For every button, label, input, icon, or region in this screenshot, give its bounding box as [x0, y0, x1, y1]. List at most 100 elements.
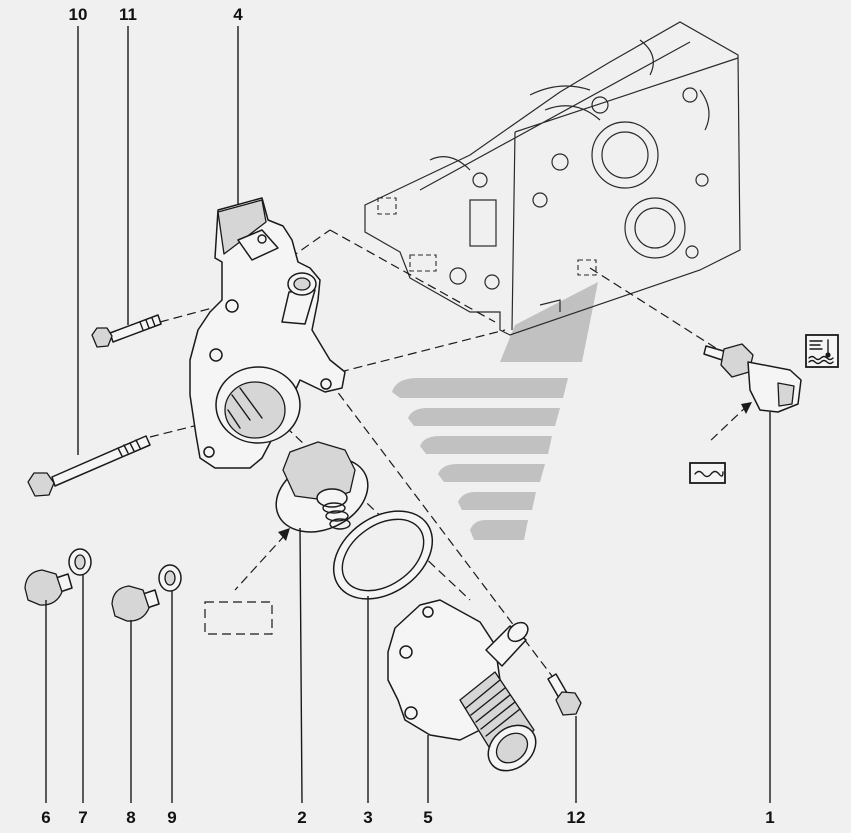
assembly-line — [339, 329, 506, 373]
engine-block-edges — [419, 41, 739, 331]
callout-10: 10 — [69, 5, 88, 24]
callout-11: 11 — [119, 5, 137, 24]
fluid-box-frame — [689, 462, 726, 484]
engine-block-details — [429, 39, 710, 312]
wave-icon — [694, 470, 724, 478]
leader-lines — [45, 26, 771, 804]
housing-tab — [217, 199, 267, 255]
engine-block-boss — [449, 267, 467, 285]
assembly-line — [149, 424, 199, 438]
callout-7: 7 — [78, 808, 87, 827]
housing-bolt-hole — [320, 378, 332, 390]
engine-block-bore-inner — [634, 207, 676, 249]
engine-block-bore-inner — [601, 131, 649, 179]
callout-4: 4 — [233, 5, 243, 24]
housing-boss-hole — [257, 234, 267, 244]
icon-waves — [808, 355, 834, 365]
bolt-10 — [27, 435, 151, 497]
assembly-line — [589, 267, 723, 353]
outlet-spigot-end — [507, 621, 529, 643]
bolt-head — [555, 691, 582, 716]
callout-labels: 10 11 4 6 7 8 9 2 3 5 12 1 — [41, 5, 774, 827]
outlet-housing — [387, 599, 537, 772]
assembly-line — [289, 229, 331, 259]
callout-8: 8 — [126, 808, 135, 827]
thermostat-spring — [322, 502, 346, 514]
watermark-stripe — [408, 408, 560, 426]
engine-block-boss — [484, 274, 500, 290]
housing-bolt-hole — [209, 348, 223, 362]
bolt-head — [91, 327, 113, 348]
plug-6 — [24, 569, 73, 606]
housing-boss — [237, 229, 279, 261]
callout-12: 12 — [567, 808, 586, 827]
bolt-thread — [117, 439, 141, 457]
engine-block — [364, 21, 741, 336]
outlet-bolt-hole — [404, 706, 418, 720]
outlet-tube-bore — [495, 732, 529, 764]
engine-block-port — [469, 199, 497, 247]
fluid-symbol-box — [689, 462, 726, 484]
bolt-shaft — [51, 435, 151, 487]
thermostat — [275, 441, 369, 533]
reference-box — [204, 601, 273, 635]
engine-block-hidden-feature — [577, 259, 597, 276]
callout-6: 6 — [41, 808, 50, 827]
housing-bolt-hole — [225, 299, 239, 313]
thermostat-spring — [329, 518, 351, 530]
watermark-stripe — [420, 436, 552, 454]
engine-block-hidden-feature — [377, 197, 397, 215]
engine-block-outline — [364, 21, 741, 336]
engine-block-boss — [695, 173, 709, 187]
housing-opening-shading — [227, 387, 263, 429]
thermostat-body — [282, 441, 356, 501]
engine-block-boss — [532, 192, 548, 208]
engine-block-boss — [685, 245, 699, 259]
watermark-stripe — [458, 492, 536, 510]
coolant-temperature-icon — [805, 334, 839, 368]
watermark-stripe — [392, 378, 568, 398]
plug-head — [111, 585, 150, 622]
callout-9: 9 — [167, 808, 176, 827]
arrowhead — [741, 402, 752, 414]
callout-5: 5 — [423, 808, 432, 827]
washer-hole — [164, 570, 176, 586]
housing-pipe-bore — [293, 277, 311, 291]
engine-block-boss — [551, 153, 569, 171]
washer-7 — [68, 548, 92, 576]
icon-scale — [809, 340, 823, 350]
assembly-line — [234, 534, 286, 591]
sensor-connector-socket — [777, 382, 795, 407]
bolt-thread — [139, 317, 156, 331]
callout-3: 3 — [363, 808, 372, 827]
engine-block-bore — [624, 197, 686, 259]
thermostat-housing — [189, 197, 346, 469]
assembly-line — [329, 229, 496, 323]
engine-block-boss — [682, 87, 698, 103]
bolt-12 — [547, 673, 582, 716]
plug-8 — [111, 585, 160, 622]
housing-bolt-hole — [203, 446, 215, 458]
callout-2: 2 — [297, 808, 306, 827]
bolt-shaft — [109, 314, 162, 343]
watermark-stripe — [438, 464, 545, 482]
logo-watermark — [392, 282, 598, 540]
callout-1: 1 — [765, 808, 774, 827]
outlet-bolt-hole — [399, 645, 413, 659]
thermostat-valve — [316, 488, 348, 508]
plug-head — [24, 569, 63, 606]
seal-ring — [332, 510, 434, 600]
temperature-sensor — [703, 343, 802, 413]
washer-9 — [158, 564, 182, 592]
outlet-bolt-hole — [422, 606, 434, 618]
engine-block-hidden-feature — [409, 254, 437, 272]
assembly-line — [707, 404, 749, 444]
engine-block-boss — [472, 172, 488, 188]
leader-2 — [299, 527, 303, 804]
arrowhead — [278, 528, 290, 541]
housing-opening-inner — [224, 381, 286, 439]
bolt-11 — [91, 314, 162, 348]
watermark-stripe — [470, 520, 528, 540]
seal-inner — [341, 518, 425, 592]
